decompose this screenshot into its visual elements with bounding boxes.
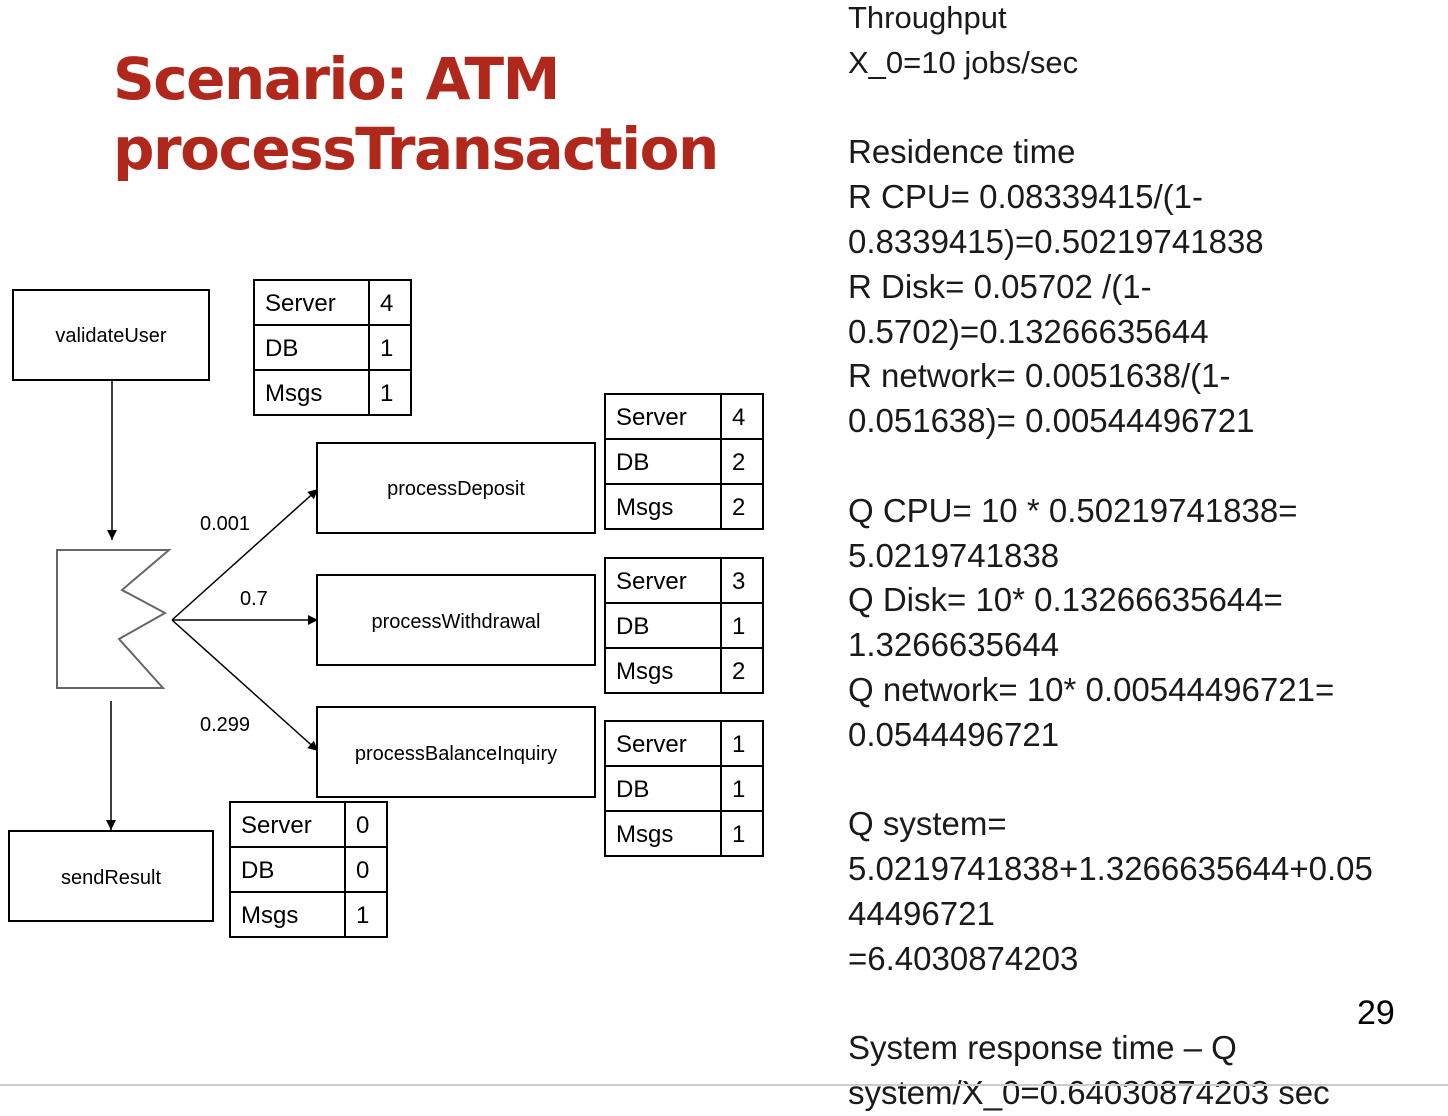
calculation-line: 44496721 [848, 894, 995, 932]
table-cell-value: 4 [380, 290, 393, 317]
slide-title-line-1: Scenario: ATM [113, 45, 560, 113]
table-cell-value: 1 [732, 613, 745, 640]
activity-diagram: validateUser 0.001 0.7 0.299 processDepo… [8, 279, 764, 938]
table-border [604, 557, 764, 694]
page-number: 29 [1357, 994, 1395, 1032]
calculation-line: R network= 0.0051638/(1- [848, 357, 1231, 395]
table-cell-value: 2 [732, 658, 745, 685]
calculation-line: Q network= 10* 0.00544496721= [848, 670, 1335, 708]
edge-to-balance-inquiry [171, 619, 319, 752]
node-send-result: sendResult [8, 830, 214, 922]
table-cell-label: Msgs [616, 658, 673, 685]
calculation-line: System response time – Q [848, 1029, 1237, 1067]
table-cell-value: 4 [732, 404, 745, 431]
table-cell-label: DB [265, 335, 298, 362]
table-cell-value: 0 [356, 857, 369, 884]
table-cell-label: Msgs [616, 494, 673, 521]
table-cell-value: 2 [732, 494, 745, 521]
table-cell-label: DB [241, 857, 274, 884]
table-cell-label: Msgs [616, 821, 673, 848]
node-process-withdrawal-label: processWithdrawal [372, 611, 541, 633]
slide-title: Scenario: ATM processTransaction [113, 44, 719, 184]
calculation-line: 0.8339415)=0.50219741838 [848, 222, 1264, 260]
calculation-spacer [848, 86, 1448, 131]
table-cell-label: Msgs [265, 380, 322, 407]
table-cell-value: 1 [732, 731, 745, 758]
table-cell-label: Server [616, 568, 687, 595]
calculation-line: Q system= [848, 805, 1007, 843]
table-cell-label: Server [265, 290, 336, 317]
case-branch-icon [56, 549, 172, 689]
table-cell-value: 1 [732, 776, 745, 803]
table-cell-label: Msgs [241, 902, 298, 929]
table-cell-value: 0 [356, 812, 369, 839]
table-cell-value: 2 [732, 449, 745, 476]
node-process-balance-inquiry-label: processBalanceInquiry [355, 743, 557, 765]
table-border [604, 720, 764, 857]
calculation-line: X_0=10 jobs/sec [848, 44, 1079, 80]
table-cell-value: 1 [732, 821, 745, 848]
prob-withdrawal: 0.7 [240, 588, 268, 610]
table-cell-value: 1 [356, 902, 369, 929]
table-border [229, 801, 388, 938]
table-cell-label: Server [616, 731, 687, 758]
table-cell-value: 1 [380, 380, 393, 407]
calculation-spacer [848, 758, 1448, 803]
node-validate-user: validateUser [12, 289, 210, 381]
node-process-deposit-label: processDeposit [387, 478, 525, 500]
calculation-line: Q Disk= 10* 0.13266635644= [848, 581, 1283, 619]
table-cell-label: DB [616, 613, 649, 640]
bottom-divider [0, 1084, 1448, 1086]
table-cell-value: 1 [380, 335, 393, 362]
node-process-withdrawal: processWithdrawal [316, 574, 596, 666]
calculation-line: 0.0544496721 [848, 715, 1060, 753]
calculation-line: 1.3266635644 [848, 626, 1060, 664]
calculation-line: Throughput [848, 0, 1007, 35]
calculation-line: Residence time [848, 133, 1076, 171]
node-process-balance-inquiry: processBalanceInquiry [316, 706, 596, 798]
node-validate-user-label: validateUser [55, 325, 167, 347]
calculation-line: system/X_0=0.64030874203 sec [848, 1074, 1330, 1112]
calculation-line: =6.4030874203 [848, 939, 1079, 977]
calculation-line: R Disk= 0.05702 /(1- [848, 267, 1152, 305]
calculation-line: 0.051638)= 0.00544496721 [848, 402, 1255, 440]
calculation-line: 5.0219741838 [848, 536, 1060, 574]
table-border [604, 393, 764, 530]
node-process-deposit: processDeposit [316, 442, 596, 534]
slide-title-line-2: processTransaction [113, 115, 719, 183]
calculation-line: 0.5702)=0.13266635644 [848, 312, 1209, 350]
edge-to-deposit [171, 488, 319, 621]
node-send-result-label: sendResult [61, 867, 162, 889]
calculation-line: 5.0219741838+1.3266635644+0.05 [848, 850, 1373, 888]
prob-balance-inquiry: 0.299 [200, 714, 250, 736]
table-cell-label: Server [241, 812, 312, 839]
calculation-line: R CPU= 0.08339415/(1- [848, 178, 1203, 216]
table-cell-label: DB [616, 776, 649, 803]
prob-deposit: 0.001 [200, 513, 250, 535]
table-cell-value: 3 [732, 568, 745, 595]
table-cell-label: DB [616, 449, 649, 476]
calculation-spacer [848, 444, 1448, 489]
table-border [253, 279, 412, 416]
table-cell-label: Server [616, 404, 687, 431]
calculation-line: Q CPU= 10 * 0.50219741838= [848, 491, 1298, 529]
